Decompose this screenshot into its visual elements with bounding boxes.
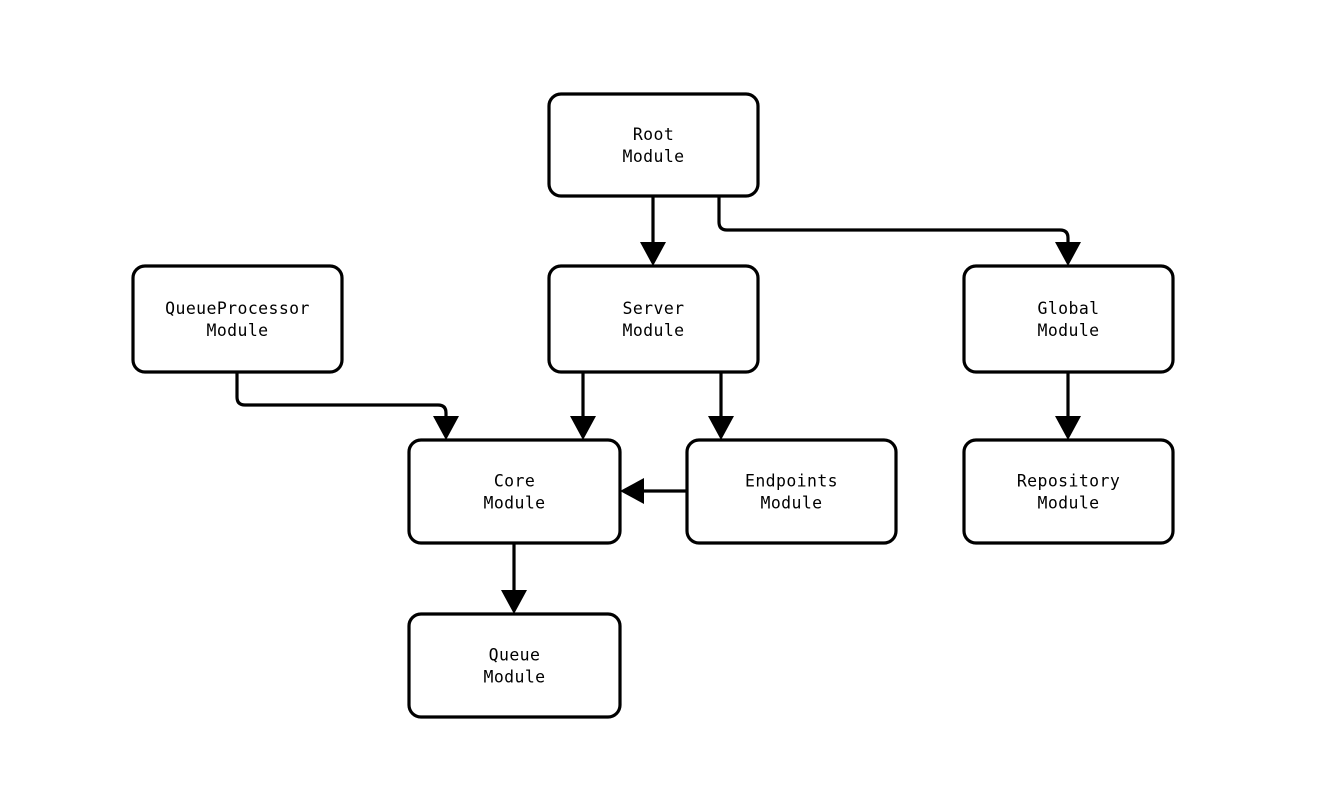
arrow-head-down bbox=[1055, 242, 1081, 266]
arrow-head-down bbox=[1055, 416, 1081, 440]
edge-server-to-core bbox=[570, 372, 596, 440]
node-label-line1: Repository bbox=[1017, 471, 1120, 490]
node-label-line1: Core bbox=[494, 471, 535, 490]
node-label-line2: Module bbox=[1037, 493, 1099, 512]
node-box-endpoints[interactable] bbox=[685, 438, 898, 545]
arrow-head-down bbox=[708, 416, 734, 440]
node-label-line2: Module bbox=[1037, 321, 1099, 340]
node-label-line2: Module bbox=[622, 321, 684, 340]
edge-server-to-endpoints bbox=[708, 372, 734, 440]
edge-core-to-queue bbox=[501, 543, 527, 614]
edge-root-to-server bbox=[640, 196, 666, 266]
node-label-line2: Module bbox=[760, 493, 822, 512]
arrow-head-down bbox=[640, 242, 666, 266]
edge-queueprocessor-to-core bbox=[235, 372, 459, 440]
arrow-head-down bbox=[501, 590, 527, 614]
arrow-head-left bbox=[620, 478, 644, 504]
node-label-line2: Module bbox=[622, 147, 684, 166]
node-label-line1: Server bbox=[622, 299, 684, 318]
node-box-server[interactable] bbox=[547, 264, 760, 374]
node-box-queue[interactable] bbox=[407, 612, 622, 719]
node-box-core[interactable] bbox=[407, 438, 622, 545]
node-label-line2: Module bbox=[206, 321, 268, 340]
node-box-global[interactable] bbox=[962, 264, 1175, 374]
arrow-head-down bbox=[570, 416, 596, 440]
edge-endpoints-to-core bbox=[620, 478, 687, 504]
node-label-line2: Module bbox=[483, 493, 545, 512]
edges-layer bbox=[235, 196, 1081, 614]
edge-global-to-repository bbox=[1055, 372, 1081, 440]
node-box-repository[interactable] bbox=[962, 438, 1175, 545]
node-label-line1: Endpoints bbox=[745, 471, 838, 490]
arrow-head-down bbox=[433, 416, 459, 440]
node-label-line1: Queue bbox=[489, 645, 541, 664]
edge-line bbox=[717, 196, 1070, 254]
node-label-line1: Global bbox=[1037, 299, 1099, 318]
node-label-line1: Root bbox=[633, 125, 674, 144]
node-box-queueprocessor[interactable] bbox=[131, 264, 344, 374]
node-label-line1: QueueProcessor bbox=[165, 299, 310, 318]
node-label-line2: Module bbox=[483, 667, 545, 686]
edge-root-to-global bbox=[717, 196, 1081, 266]
node-box-root[interactable] bbox=[547, 92, 760, 198]
edge-line bbox=[235, 372, 448, 428]
